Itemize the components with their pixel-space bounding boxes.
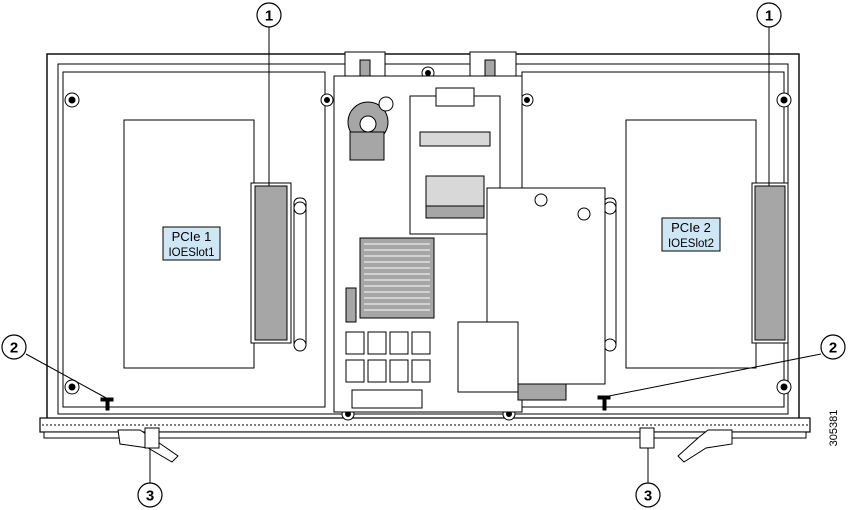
callout-1-left-number: 1 [265,8,273,25]
callout-2-right: 2 [820,334,846,360]
ioeslot2-label: IOESlot2 [668,238,714,250]
pcie-2-label: PCIe 2 [671,220,711,235]
central-board [333,51,606,413]
callout-leaders [25,27,822,483]
pcie-slot-left: PCIe 1 IOESlot1 [123,119,307,369]
callout-2-left-number: 2 [10,340,18,357]
callout-1-right-number: 1 [765,8,773,25]
callout-1-left: 1 [256,2,282,28]
pcie-1-label: PCIe 1 [172,229,212,244]
ejector-handles [117,427,733,463]
captive-screws [100,395,611,411]
callout-1-right: 1 [756,2,782,28]
callout-3-right: 3 [635,482,661,508]
figure-id: 305381 [828,410,840,447]
callout-3-right-number: 3 [644,488,652,505]
callout-2-left: 2 [1,334,27,360]
callout-2-right-number: 2 [829,340,837,357]
pcie-slot-right: PCIe 2 IOESlot2 [603,119,789,369]
ioeslot1-label: IOESlot1 [168,247,214,259]
callout-3-left: 3 [137,482,163,508]
callout-3-left-number: 3 [146,488,154,505]
